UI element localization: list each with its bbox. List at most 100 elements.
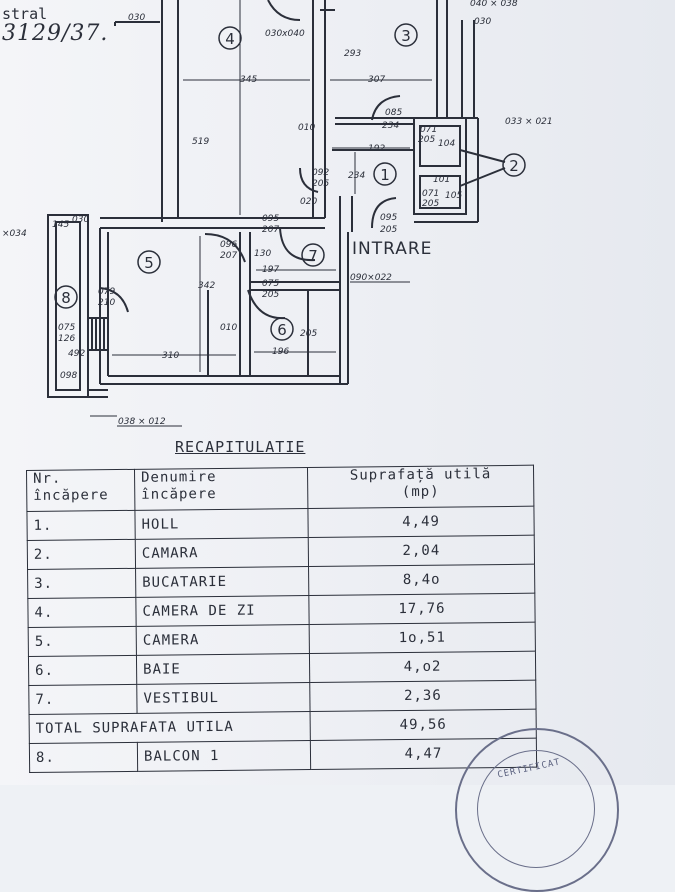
- dim-label: 205: [418, 135, 435, 145]
- room-1-number: 1: [380, 166, 390, 184]
- document-page: [0, 0, 675, 785]
- dim-label: 310: [162, 351, 179, 361]
- dim-label: 126: [58, 334, 75, 344]
- dim-label: 205: [262, 290, 279, 300]
- room-name: HOLL: [134, 508, 309, 540]
- recap-table: Nr. încăpere Denumire încăpere Suprafață…: [26, 465, 537, 773]
- room-5-marker: [137, 250, 161, 274]
- room-8-number: 8: [61, 289, 71, 307]
- dim-label: 038 × 012: [118, 417, 166, 427]
- room-area: 4,o2: [309, 651, 536, 683]
- dim-label: 196: [272, 347, 289, 357]
- room-6-number: 6: [277, 321, 287, 339]
- room-area: 17,76: [308, 593, 536, 625]
- dim-label: 145: [52, 220, 69, 230]
- dim-label: 205: [312, 179, 329, 189]
- dim-label: 040 × 038: [470, 0, 518, 9]
- room-3-number: 3: [401, 27, 411, 45]
- dim-label: 030: [72, 215, 89, 225]
- dim-label: 090×022: [350, 273, 392, 283]
- recap-title: RECAPITULATIE: [175, 438, 306, 456]
- dim-label: ×034: [2, 229, 27, 239]
- dim-label: 071: [420, 125, 437, 135]
- room-area: 2,36: [309, 680, 537, 712]
- room-5-number: 5: [144, 254, 154, 272]
- dim-label: 205: [380, 225, 397, 235]
- cadastral-label: stral: [2, 5, 48, 23]
- dim-label: 207: [262, 225, 279, 235]
- dim-label: 345: [240, 75, 257, 85]
- dim-label: 075: [58, 323, 75, 333]
- room-name: BAIE: [136, 653, 310, 685]
- dim-label: 307: [368, 75, 385, 85]
- balcony-name: BALCON 1: [137, 740, 311, 772]
- dim-label: 095: [262, 214, 279, 224]
- header-name-line1: Denumire: [141, 469, 217, 486]
- room-4-number: 4: [225, 30, 235, 48]
- header-area-line2: (mp): [401, 483, 440, 501]
- dim-label: 192: [368, 144, 385, 154]
- room-area: 8,4o: [308, 564, 535, 596]
- dim-label: 105: [445, 191, 462, 201]
- balcony-nr: 8.: [29, 742, 138, 773]
- room-6-marker: [270, 317, 294, 341]
- room-7-number: 7: [308, 247, 318, 265]
- room-2-marker: [502, 153, 526, 177]
- room-name: BUCATARIE: [135, 566, 309, 598]
- header-nr-line2: încăpere: [33, 487, 109, 504]
- room-nr: 6.: [28, 655, 137, 686]
- dim-label: 020: [300, 197, 317, 207]
- dim-label: 030x040: [265, 29, 305, 39]
- dim-label: 033 × 021: [505, 117, 553, 127]
- room-nr: 2.: [27, 539, 136, 570]
- room-4-marker: [218, 26, 242, 50]
- room-name: CAMERA: [136, 624, 310, 656]
- dim-label: 095: [380, 213, 397, 223]
- room-3-marker: [394, 23, 418, 47]
- dim-label: 098: [60, 371, 77, 381]
- room-8-marker: [54, 285, 78, 309]
- header-name-line2: încăpere: [141, 486, 217, 503]
- room-name: VESTIBUL: [136, 682, 311, 714]
- dim-label: 234: [382, 121, 399, 131]
- room-area: 1o,51: [309, 622, 536, 654]
- header-area: Suprafață utilă (mp): [307, 465, 534, 509]
- table-header-row: Nr. încăpere Denumire încăpere Suprafață…: [26, 465, 534, 512]
- dim-label: 010: [298, 123, 315, 133]
- entrance-label: INTRARE: [352, 239, 432, 259]
- dim-label: 519: [192, 137, 209, 147]
- room-name: CAMARA: [135, 537, 309, 569]
- dim-label: 210: [98, 298, 115, 308]
- dim-label: 101: [433, 175, 450, 185]
- total-label: TOTAL SUPRAFATA UTILA: [29, 711, 311, 744]
- cadastral-reference: stral 3129/37.: [2, 5, 109, 46]
- dim-label: 492: [68, 349, 85, 359]
- dim-label: 079: [98, 287, 115, 297]
- header-area-line1: Suprafață utilă: [349, 466, 492, 484]
- dim-label: 030: [128, 13, 145, 23]
- room-name: CAMERA DE ZI: [135, 595, 310, 627]
- dim-label: 030: [474, 17, 491, 27]
- official-stamp: CERTIFICAT: [455, 728, 619, 892]
- dim-label: 197: [262, 265, 279, 275]
- room-nr: 7.: [28, 684, 138, 715]
- room-7-marker: [301, 243, 325, 267]
- cadastral-number: 3129/37.: [2, 21, 109, 46]
- room-2-number: 2: [509, 157, 519, 175]
- dim-label: 104: [438, 139, 455, 149]
- room-nr: 4.: [27, 597, 137, 628]
- header-name: Denumire încăpere: [134, 467, 308, 511]
- dim-label: 130: [254, 249, 271, 259]
- header-nr: Nr. încăpere: [26, 469, 135, 512]
- room-1-marker: [373, 162, 397, 186]
- room-nr: 5.: [28, 626, 137, 657]
- floor-plan: 4 3 1 2 5 7 6 8 INTRARE 030 030x040 293 …: [2, 0, 553, 427]
- room-nr: 3.: [27, 568, 136, 599]
- dim-label: 342: [198, 281, 215, 291]
- dim-label: 085: [385, 108, 402, 118]
- dim-label: 092: [312, 168, 329, 178]
- room-area: 4,49: [307, 506, 535, 538]
- dim-label: 234: [348, 171, 365, 181]
- dim-label: 293: [344, 49, 361, 59]
- dim-label: 207: [220, 251, 237, 261]
